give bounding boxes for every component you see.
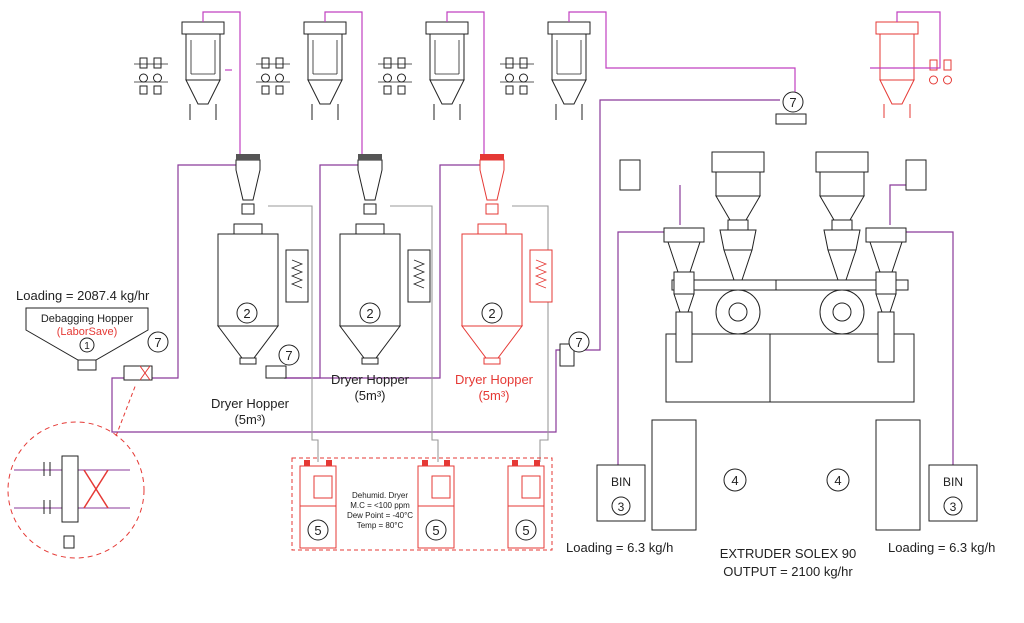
dryer-hopper-1	[217, 153, 309, 365]
dryer-hopper-2-volume: (5m³)	[354, 388, 385, 403]
dryer-hopper-3	[461, 154, 553, 365]
dryer-hopper-2	[339, 153, 431, 365]
svg-text:4: 4	[731, 473, 738, 488]
svg-text:1: 1	[84, 341, 90, 352]
dehumid-line2: M.C = <100 ppm	[350, 501, 410, 510]
svg-text:5: 5	[432, 523, 439, 538]
debagging-subtitle: (LaborSave)	[57, 326, 118, 338]
dryer-hopper-1-label: Dryer Hopper	[211, 396, 290, 411]
svg-text:7: 7	[285, 348, 292, 363]
dryer-hopper-3-label: Dryer Hopper	[455, 372, 534, 387]
svg-text:5: 5	[522, 523, 529, 538]
dehumid-line1: Dehumid. Dryer	[352, 491, 408, 500]
svg-text:7: 7	[154, 335, 161, 350]
svg-text:3: 3	[950, 500, 957, 514]
debagging-hopper: Loading = 2087.4 kg/hr Debagging Hopper …	[16, 288, 150, 371]
vacuum-loader-2	[255, 21, 347, 121]
dryer-hopper-3-volume: (5m³)	[478, 388, 509, 403]
dryer-hopper-tags: 2 2 2	[236, 302, 503, 324]
debagging-title: Debagging Hopper	[41, 313, 134, 325]
extruder-tags: 4 4	[723, 468, 850, 492]
svg-text:3: 3	[618, 500, 625, 514]
svg-text:7: 7	[789, 95, 796, 110]
conveying-lines	[202, 11, 941, 160]
loading-left: Loading = 6.3 kg/h	[566, 540, 673, 555]
dehumid-line4: Temp = 80°C	[357, 521, 404, 530]
vacuum-loader-5-highlight	[875, 21, 952, 118]
svg-text:2: 2	[366, 306, 373, 321]
vacuum-loader-4	[499, 21, 591, 121]
dryer-hopper-2-label: Dryer Hopper	[331, 372, 410, 387]
extruder-right	[769, 151, 927, 531]
svg-text:2: 2	[488, 306, 495, 321]
extruder-name: EXTRUDER SOLEX 90	[720, 546, 857, 561]
dehumid-dryers: 5 5 5 Dehumid. Dryer M.C = <100 ppm Dew …	[291, 457, 553, 551]
vacuum-loader-3	[377, 21, 469, 121]
dryer-air-lines	[268, 205, 549, 462]
vacuum-loader-1	[133, 21, 225, 121]
svg-text:BIN: BIN	[943, 475, 963, 489]
extruder-left	[619, 151, 811, 531]
svg-text:7: 7	[575, 335, 582, 350]
loading-right: Loading = 6.3 kg/h	[888, 540, 995, 555]
dryer-hopper-1-volume: (5m³)	[234, 412, 265, 427]
dehumid-line3: Dew Point = -40°C	[347, 511, 413, 520]
svg-text:BIN: BIN	[611, 475, 631, 489]
valve-detail-inset	[7, 383, 145, 559]
loading-main: Loading = 2087.4 kg/hr	[16, 288, 150, 303]
svg-text:2: 2	[243, 306, 250, 321]
transport-lines	[111, 99, 954, 465]
extruder-output: OUTPUT = 2100 kg/hr	[723, 564, 853, 579]
svg-text:5: 5	[314, 523, 321, 538]
diverter-valves: 7 7 7 7	[123, 91, 807, 381]
bin-right: BIN 3	[928, 464, 978, 522]
bin-left: BIN 3	[596, 464, 646, 522]
svg-text:4: 4	[834, 473, 841, 488]
